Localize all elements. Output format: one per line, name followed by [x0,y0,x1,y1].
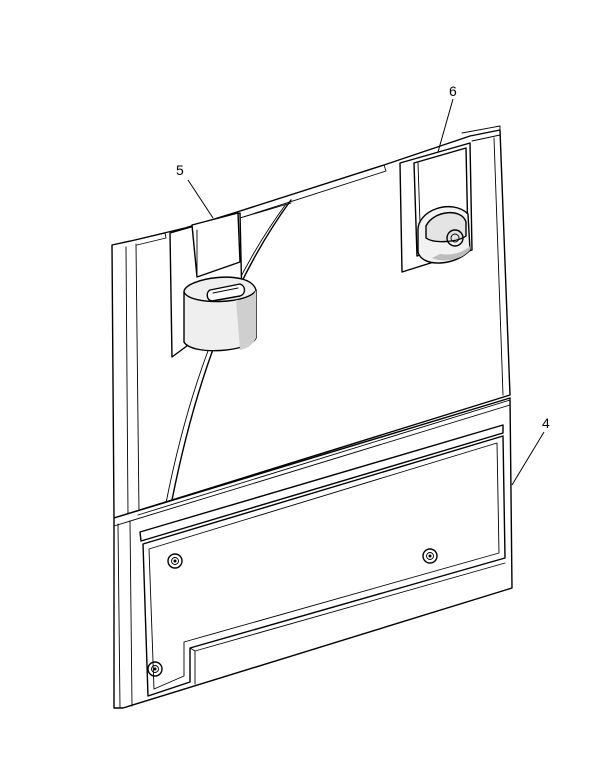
leader-line-6 [437,98,454,153]
fastener-right [422,548,438,564]
hinge-assembly-left [169,212,257,358]
callout-label-5: 5 [176,162,184,178]
callout-label-4: 4 [542,415,550,431]
latch-assembly-right [399,142,473,273]
leader-line-5 [187,179,214,219]
leader-line-4 [511,431,545,486]
fastener-left-lower [147,661,163,677]
fastener-left-upper [167,553,183,569]
callout-label-6: 6 [449,83,457,99]
lower-panel [113,397,513,709]
